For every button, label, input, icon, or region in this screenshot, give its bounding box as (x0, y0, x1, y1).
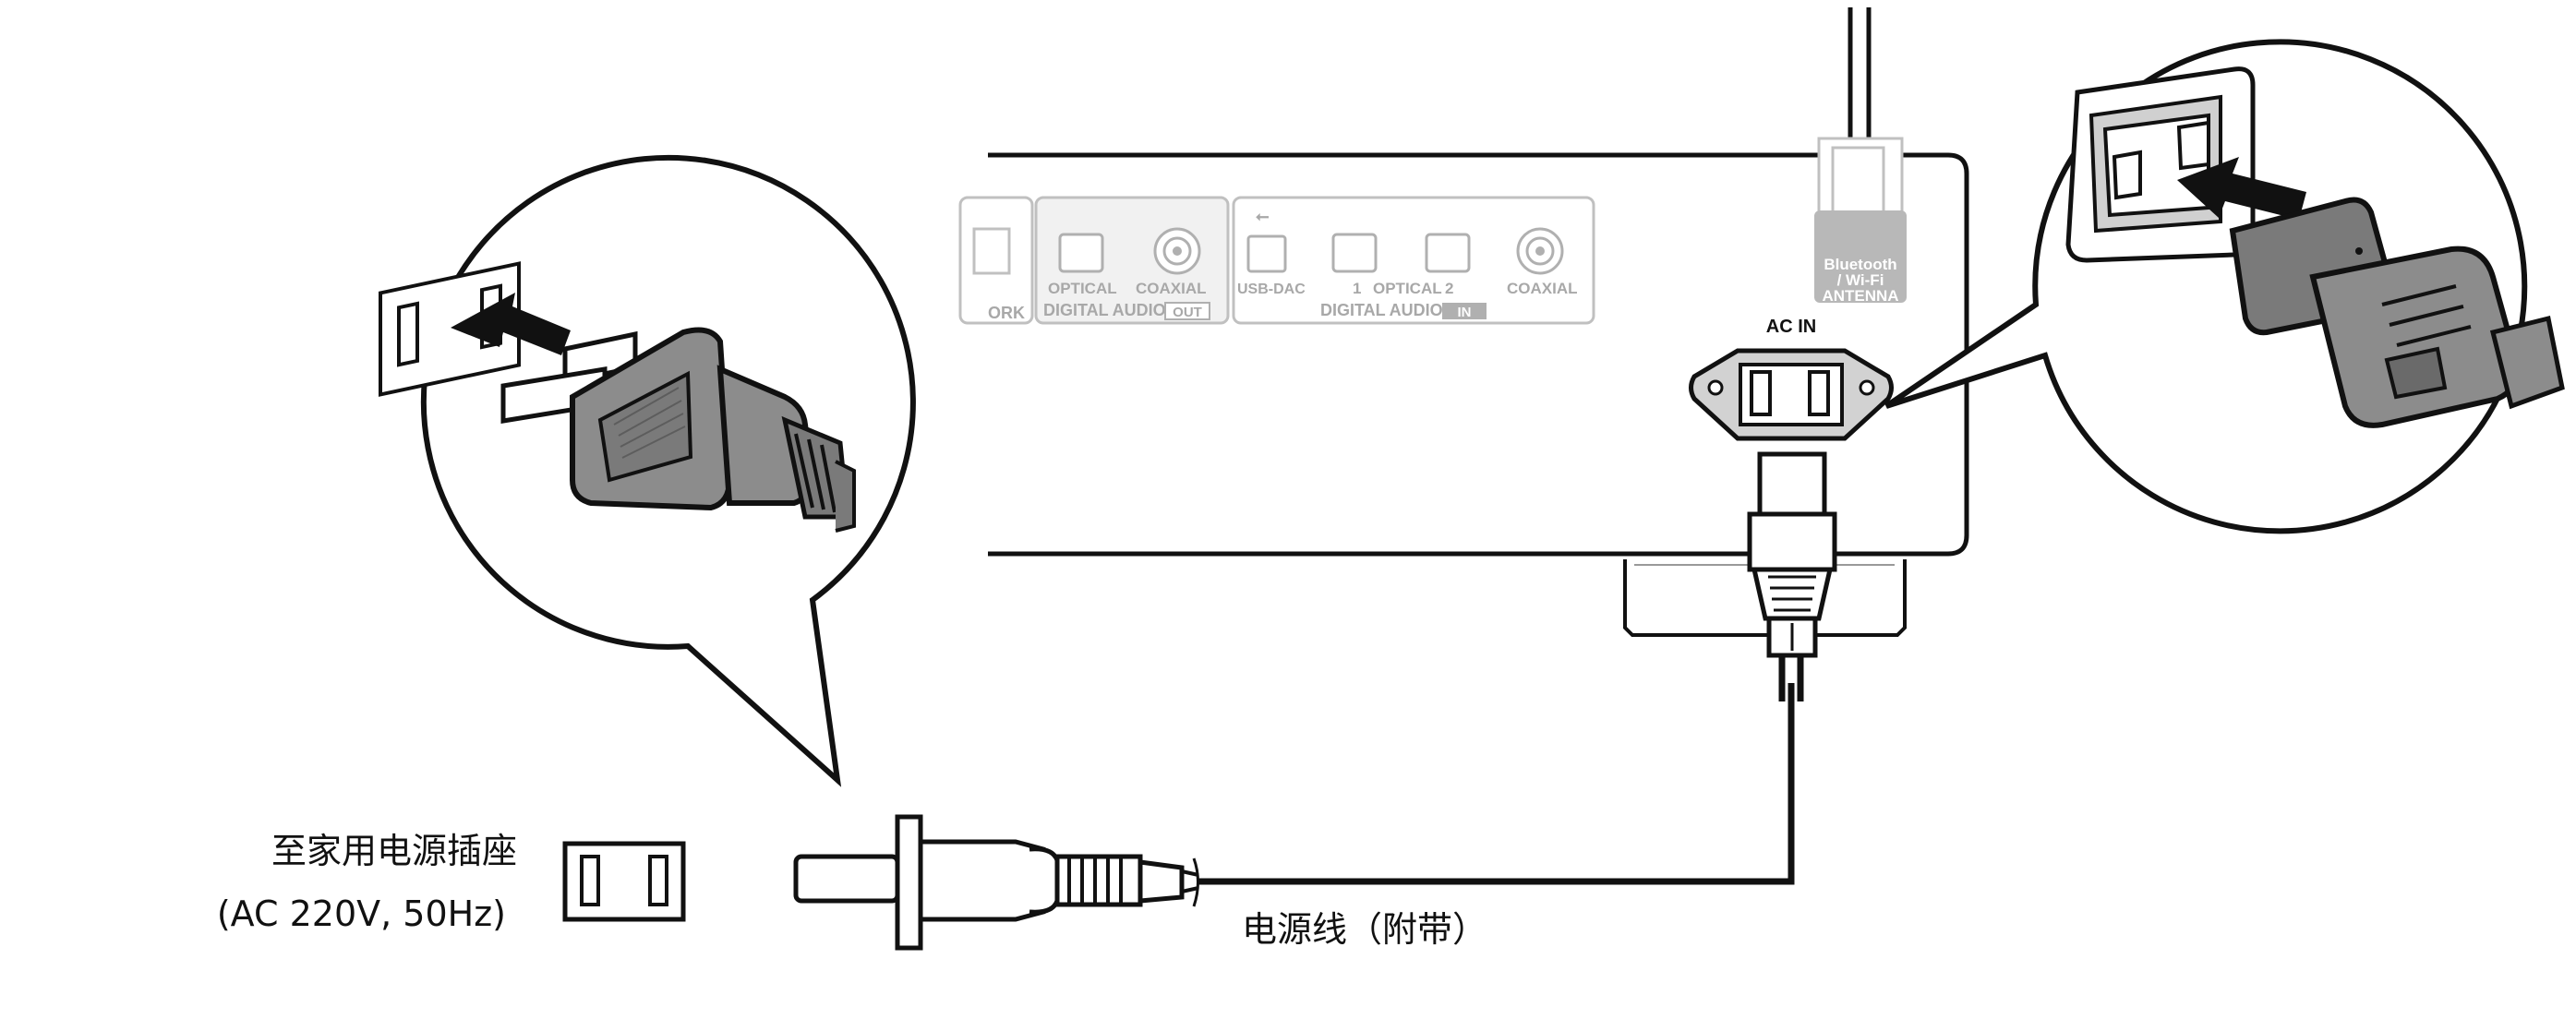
wall-plug-callout (379, 154, 916, 787)
digital-audio-in-group: ⭠ USB-DAC 1 OPTICAL 2 COAXIAL DIGITAL AU… (1232, 196, 1595, 325)
ac-in-inlet: AC IN (1689, 317, 1894, 441)
insert-arrow-left-icon (451, 293, 571, 355)
usb-dac-port (1246, 234, 1287, 273)
antenna: Bluetooth / Wi-Fi ANTENNA (1814, 7, 1907, 305)
network-label: ORK (988, 304, 1025, 322)
in-group-label: DIGITAL AUDIO (1320, 301, 1443, 319)
out-badge: OUT (1173, 305, 1202, 320)
optical-out-port (1058, 233, 1104, 273)
insert-arrow-right-icon (2177, 157, 2306, 220)
outlet-spec-label: (AC 220V, 50Hz) (217, 893, 506, 934)
in-optical-label: OPTICAL (1373, 280, 1442, 297)
antenna-label-line1: Bluetooth (1824, 256, 1896, 273)
ac-in-label: AC IN (1766, 317, 1816, 337)
antenna-label-line3: ANTENNA (1822, 287, 1898, 305)
antenna-label-line2: / Wi-Fi (1837, 271, 1884, 289)
inlet-callout (1884, 39, 2565, 534)
device-rear-panel: Bluetooth / Wi-Fi ANTENNA ORK OPTICAL CO… (958, 7, 1969, 637)
network-port-fragment: ORK (958, 196, 1034, 325)
usb-icon: ⭠ (1256, 207, 1270, 225)
usb-dac-label: USB-DAC (1237, 282, 1306, 297)
outlet-title-label: 至家用电源插座 (271, 831, 517, 871)
wall-outlet (562, 841, 686, 922)
out-group-label: DIGITAL AUDIO (1043, 301, 1166, 319)
wall-plug (793, 814, 1199, 951)
in-badge: IN (1458, 305, 1472, 320)
iec-connector (1747, 451, 1837, 658)
in-optical-2-label: 2 (1445, 280, 1453, 297)
power-cord-line (1198, 655, 1804, 885)
out-coaxial-label: COAXIAL (1136, 280, 1207, 297)
optical-in-2-port (1425, 233, 1471, 273)
out-optical-label: OPTICAL (1048, 280, 1117, 297)
digital-audio-out-group: OPTICAL COAXIAL DIGITAL AUDIO OUT (1034, 196, 1230, 325)
optical-in-1-port (1331, 233, 1378, 273)
power-cord-label: 电源线（附带） (1242, 909, 1487, 950)
in-optical-1-label: 1 (1353, 280, 1361, 297)
in-coaxial-label: COAXIAL (1507, 280, 1578, 297)
